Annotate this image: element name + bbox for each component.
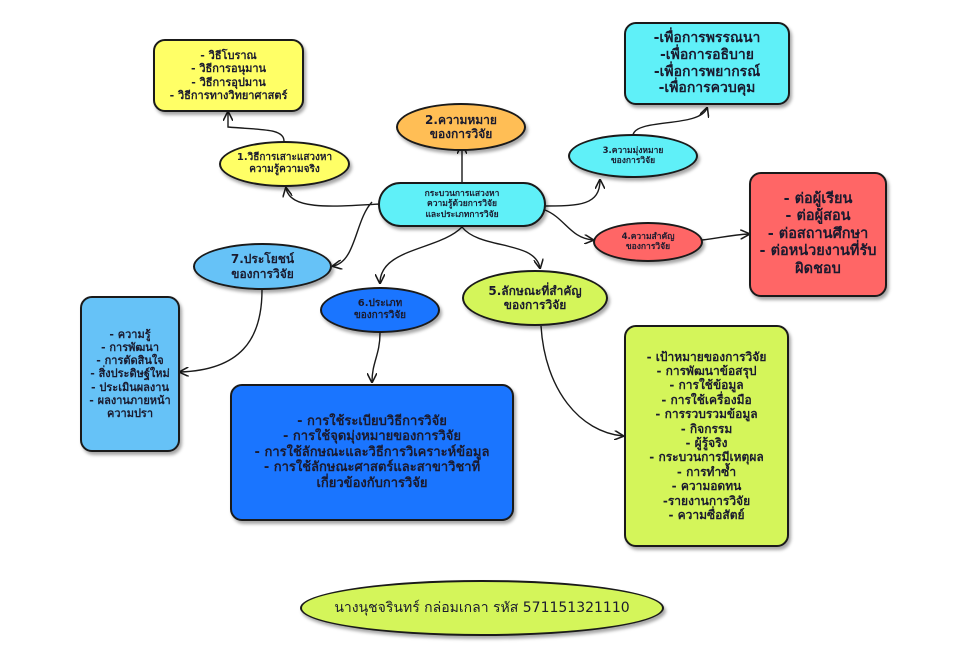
- edge-importance-topic-to-box: [701, 234, 749, 241]
- purposes-box: -เพื่อการพรรณนา -เพื่อการอธิบาย -เพื่อกา…: [624, 22, 790, 105]
- topic-benefits-line: ของการวิจัย: [231, 266, 294, 281]
- methods-item: - วิธีการอนุมาน: [190, 62, 267, 76]
- edge-methods-topic-to-box: [228, 112, 285, 142]
- importance-item: - ต่อสถานศึกษา: [767, 225, 869, 242]
- benefits-item: - สิ่งประดิษฐ์ใหม่: [90, 367, 170, 381]
- author-label: นางนุชจรินทร์ กล่อมเกลา รหัส 57115132111…: [300, 580, 664, 636]
- characteristics-item: -รายงานการวิจัย: [662, 493, 751, 508]
- author-text: นางนุชจรินทร์ กล่อมเกลา รหัส 57115132111…: [334, 599, 630, 616]
- characteristics-item: - การรวบรวมข้อมูล: [655, 407, 758, 422]
- edge-center-to-benefits-topic: [333, 201, 373, 266]
- benefits-item: - ประเมินผลงาน: [91, 380, 169, 394]
- topic-characteristics-line: ของการวิจัย: [503, 298, 567, 312]
- characteristics-item: - การใช้เครื่องมือ: [661, 392, 752, 407]
- center-topic: กระบวนการแสวงหา ความรู้ด้วยการวิจัย และป…: [378, 182, 546, 227]
- types-item: - การใช้ระเบียบวิธีการวิจัย: [297, 413, 447, 429]
- purposes-item: -เพื่อการอธิบาย: [660, 46, 754, 63]
- benefits-item: - ผลงานภายหน้า: [89, 393, 171, 407]
- importance-item: - ต่อผู้สอน: [785, 208, 851, 225]
- types-item: - การใช้จุดมุ่งหมายของการวิจัย: [282, 429, 461, 445]
- edge-center-to-characteristics-topic: [461, 226, 540, 268]
- types-item: - การใช้ลักษณะศาสตร์และสาขาวิชาที่: [263, 460, 481, 476]
- benefits-item: - การพัฒนา: [100, 341, 160, 355]
- topic-purpose-line: 3.ความมุ่งหมาย: [602, 145, 664, 156]
- edge-center-to-methods-topic: [286, 188, 381, 207]
- topic-methods-line: 1.วิธีการเสาะแสวงหา: [236, 152, 333, 163]
- topic-meaning-line: 2.ความหมาย: [425, 112, 497, 127]
- characteristics-item: - เป้าหมายของการวิจัย: [646, 349, 767, 364]
- characteristics-item: - ผู้รู้จริง: [685, 436, 728, 450]
- characteristics-item: - การใช้ข้อมูล: [669, 378, 744, 393]
- methods-item: - วิธีโบราณ: [200, 49, 257, 63]
- types-item: - การใช้ลักษณะและวิธีการวิเคราะห์ข้อมูล: [254, 444, 490, 460]
- purposes-item: -เพื่อการควบคุม: [658, 80, 756, 97]
- topic-types: 6.ประเภท ของการวิจัย: [320, 287, 440, 333]
- characteristics-item: - ความอดทน: [671, 479, 742, 494]
- types-item: เกี่ยวข้องกับการวิจัย: [316, 475, 428, 491]
- edge-center-to-importance-topic: [544, 209, 593, 240]
- characteristics-item: - กระบวนการมีเหตุผล: [649, 450, 764, 465]
- importance-item: - ต่อหน่วยงานที่รับ: [759, 243, 877, 260]
- methods-item: - วิธีการทางวิทยาศาสตร์: [169, 88, 288, 102]
- center-topic-line: และประเภทการวิจัย: [425, 209, 499, 220]
- edge-purpose-topic-to-box: [632, 108, 707, 136]
- center-topic-line: ความรู้ด้วยการวิจัย: [427, 199, 497, 210]
- topic-types-line: ของการวิจัย: [353, 310, 407, 321]
- topic-methods: 1.วิธีการเสาะแสวงหา ความรู้ความจริง: [219, 141, 350, 187]
- characteristics-item: - การพัฒนาข้อสรุป: [656, 364, 757, 379]
- edge-center-to-purpose-topic: [544, 180, 600, 207]
- topic-methods-line: ความรู้ความจริง: [249, 164, 320, 175]
- types-box: - การใช้ระเบียบวิธีการวิจัย - การใช้จุดม…: [230, 384, 514, 521]
- topic-importance-line: 4.ความสำคัญ: [621, 231, 675, 242]
- benefits-item: ความปรา: [106, 406, 154, 420]
- topic-characteristics-line: 5.ลักษณะที่สำคัญ: [488, 283, 582, 298]
- benefits-item: - การตัดสินใจ: [96, 354, 164, 368]
- characteristics-item: - ความซื่อสัตย์: [668, 507, 745, 522]
- methods-box: - วิธีโบราณ - วิธีการอนุมาน - วิธีการอุป…: [153, 39, 304, 112]
- characteristics-item: - กิจกรรม: [680, 421, 733, 436]
- center-topic-line: กระบวนการแสวงหา: [424, 189, 500, 200]
- benefits-box: - ความรู้ - การพัฒนา - การตัดสินใจ - สิ่…: [80, 296, 180, 452]
- topic-types-line: 6.ประเภท: [357, 298, 403, 309]
- topic-importance: 4.ความสำคัญ ของการวิจัย: [593, 222, 703, 262]
- importance-box: - ต่อผู้เรียน - ต่อผู้สอน - ต่อสถานศึกษา…: [749, 172, 887, 297]
- edge-benefits-topic-to-box: [180, 289, 263, 372]
- topic-meaning: 2.ความหมาย ของการวิจัย: [396, 103, 526, 151]
- purposes-item: -เพื่อการพยากรณ์: [653, 63, 761, 80]
- characteristics-box: - เป้าหมายของการวิจัย - การพัฒนาข้อสรุป …: [624, 325, 789, 547]
- benefits-item: - ความรู้: [109, 327, 151, 341]
- topic-purpose: 3.ความมุ่งหมาย ของการวิจัย: [568, 134, 698, 178]
- importance-item: ผิดชอบ: [795, 260, 841, 277]
- methods-item: - วิธีการอุปมาน: [191, 75, 266, 89]
- topic-benefits: 7.ประโยชน์ ของการวิจัย: [193, 243, 332, 290]
- topic-benefits-line: 7.ประโยชน์: [230, 252, 295, 267]
- topic-characteristics: 5.ลักษณะที่สำคัญ ของการวิจัย: [462, 270, 608, 326]
- edge-types-topic-to-box: [372, 332, 381, 382]
- topic-meaning-line: ของการวิจัย: [429, 127, 493, 141]
- characteristics-item: - การทำซ้ำ: [676, 464, 737, 479]
- topic-purpose-line: ของการวิจัย: [610, 156, 656, 166]
- edge-center-to-types-topic: [380, 226, 463, 283]
- topic-importance-line: ของการวิจัย: [625, 242, 671, 252]
- purposes-item: -เพื่อการพรรณนา: [653, 29, 761, 46]
- importance-item: - ต่อผู้เรียน: [783, 191, 853, 208]
- edge-characteristics-topic-to-box: [540, 325, 623, 436]
